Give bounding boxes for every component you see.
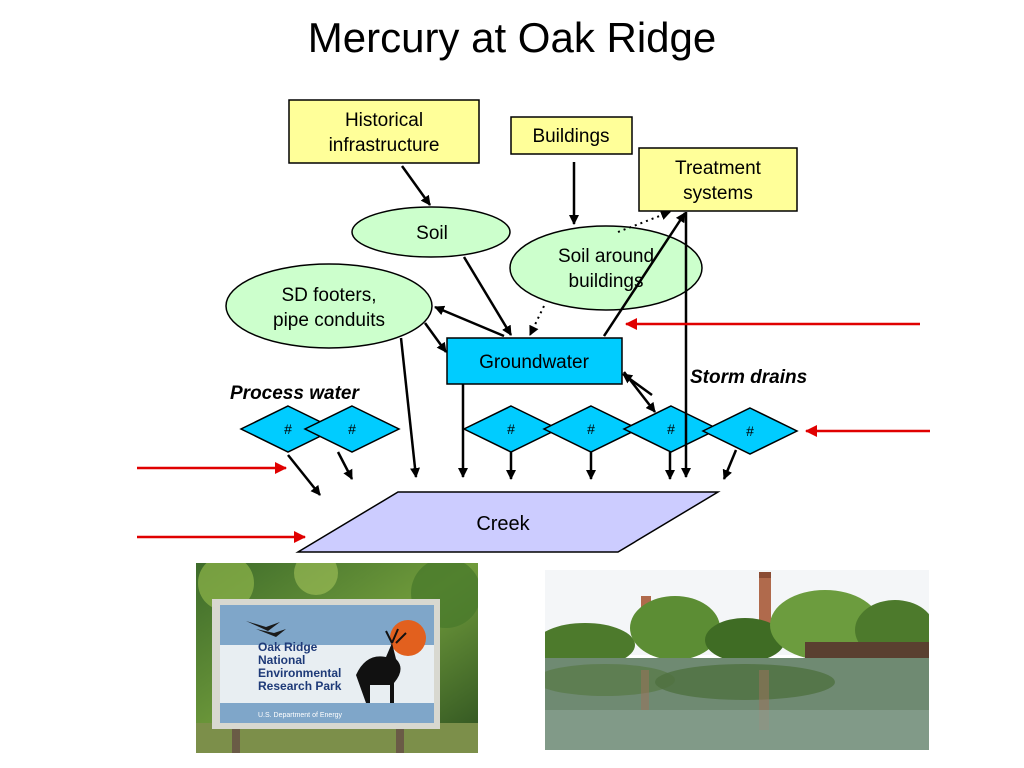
sign-line-4: Research Park: [258, 679, 342, 693]
soil-around-buildings-ellipse: [509, 225, 703, 311]
soil-label: Soil: [416, 223, 448, 244]
outfall-3-label: #: [507, 421, 515, 437]
arrow-outfall-6-to-creek: [722, 449, 738, 480]
buildings-box: [510, 116, 633, 155]
arrow-outfall-2-to-creek: [336, 451, 354, 480]
arrow-groundwater-to-sd-footers: [434, 305, 505, 338]
sign-small-text: U.S. Department of Energy: [258, 712, 343, 719]
sd-footers-line1: SD footers,: [281, 285, 376, 306]
red-input-arrows: [137, 318, 930, 543]
arrow-outfall-5-to-groundwater: [622, 372, 653, 397]
outfall-2-label: #: [348, 421, 356, 437]
flow-arrows: [287, 162, 738, 496]
sign-line-3: Environmental: [258, 666, 342, 680]
outfall-5-label: #: [667, 421, 675, 437]
outfall-6-label: #: [746, 423, 754, 439]
soil-buildings-line1: Soil around: [558, 246, 654, 267]
outfall-5: #: [622, 405, 720, 453]
historical-infrastructure-box: [288, 99, 480, 164]
historical-line2: infrastructure: [329, 135, 440, 156]
sign-line-1: Oak Ridge: [258, 640, 318, 654]
outfall-4-label: #: [587, 421, 595, 437]
arrow-sd-footers-to-groundwater: [423, 322, 448, 353]
process-water-label: Process water: [230, 383, 360, 404]
arrow-outfall-1-to-creek: [287, 454, 321, 496]
arrow-sd-footers-to-creek: [399, 337, 421, 478]
photo-oak-ridge-sign: Oak Ridge National Environmental Researc…: [196, 563, 478, 753]
groundwater-label: Groundwater: [479, 352, 590, 373]
sign-line-2: National: [258, 653, 306, 667]
arrow-soil-to-groundwater: [462, 256, 513, 336]
sd-footers-ellipse: [225, 263, 433, 349]
photo-creek-smokestacks: [545, 570, 929, 750]
outfall-1-label: #: [284, 421, 292, 437]
soil-ellipse: [351, 206, 511, 258]
arrow-soil-buildings-to-groundwater: [529, 305, 545, 336]
creek-shape: [295, 491, 721, 553]
treatment-line2: systems: [683, 183, 753, 204]
treatment-line1: Treatment: [675, 158, 762, 179]
arrow-historical-to-soil: [400, 165, 432, 206]
sign-photo-illustration: [196, 563, 478, 753]
groundwater-box: [446, 337, 623, 385]
outfall-6: #: [701, 407, 799, 455]
buildings-label: Buildings: [532, 126, 609, 147]
creek-photo-illustration: [545, 570, 929, 750]
slide-title: Mercury at Oak Ridge: [307, 14, 717, 61]
soil-buildings-line2: buildings: [569, 271, 644, 292]
outfall-2: #: [303, 405, 401, 453]
treatment-systems-box: [638, 147, 798, 212]
creek-label: Creek: [476, 513, 530, 535]
historical-line1: Historical: [345, 110, 423, 131]
sign-text: Oak Ridge National Environmental Researc…: [258, 641, 341, 693]
arrow-soil-buildings-to-treatment: [602, 212, 687, 337]
sd-footers-line2: pipe conduits: [273, 310, 385, 331]
storm-drains-label: Storm drains: [690, 367, 807, 388]
